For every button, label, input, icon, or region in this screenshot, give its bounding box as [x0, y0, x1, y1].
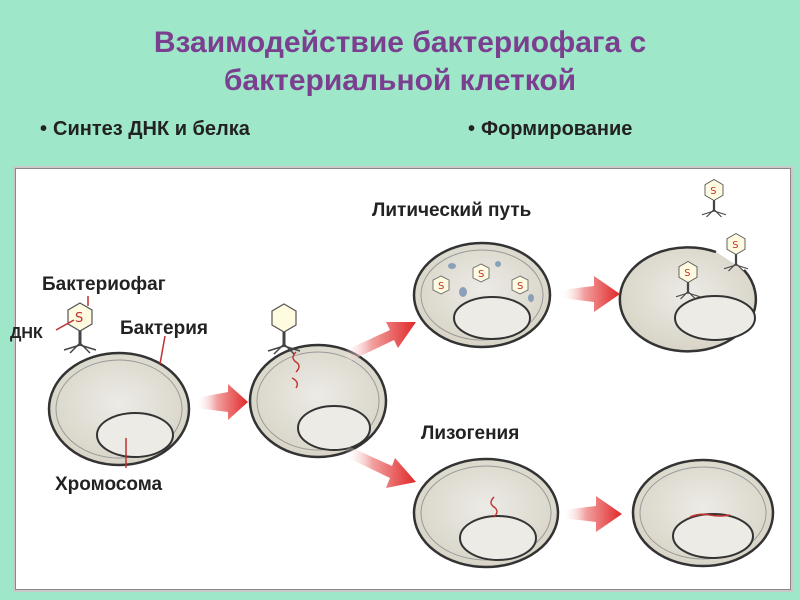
svg-text:S: S: [710, 186, 716, 197]
bacteriophage-icon: S: [64, 303, 96, 353]
svg-text:S: S: [732, 240, 738, 251]
arrow-to-lysogeny: [344, 446, 416, 488]
phage-head-icon: S: [433, 276, 449, 294]
arrow-to-cell-2: [196, 384, 248, 420]
svg-text:S: S: [517, 281, 523, 292]
label-bacterium: Бактерия: [120, 318, 208, 339]
svg-text:S: S: [684, 268, 690, 279]
phage-head-icon: S: [512, 276, 528, 294]
arrow-lysogeny-step: [562, 496, 622, 532]
lysogenic-cell-2: [633, 460, 773, 566]
released-phage-icon: S: [702, 180, 726, 218]
arrow-to-lytic: [342, 322, 416, 362]
bacterium-cell-2: [250, 345, 386, 457]
label-lysogeny: Лизогения: [421, 423, 519, 444]
label-chromosome: Хромосома: [55, 474, 163, 495]
label-lytic-pathway: Литический путь: [372, 200, 531, 221]
svg-text:S: S: [438, 281, 444, 292]
phage-head-icon: S: [473, 264, 489, 282]
svg-text:S: S: [75, 311, 83, 326]
arrow-lytic-to-lysis: [560, 276, 620, 312]
bacterium-cell-1: [49, 353, 189, 465]
svg-text:S: S: [478, 269, 484, 280]
pointer-line-bacterium: [160, 336, 165, 364]
lytic-cell: S S S: [414, 243, 550, 347]
label-bacteriophage: Бактериофаг: [42, 274, 166, 295]
injecting-phage-icon: [268, 304, 300, 354]
label-dna: ДНК: [10, 325, 43, 342]
lysogenic-cell-1: [414, 459, 558, 567]
